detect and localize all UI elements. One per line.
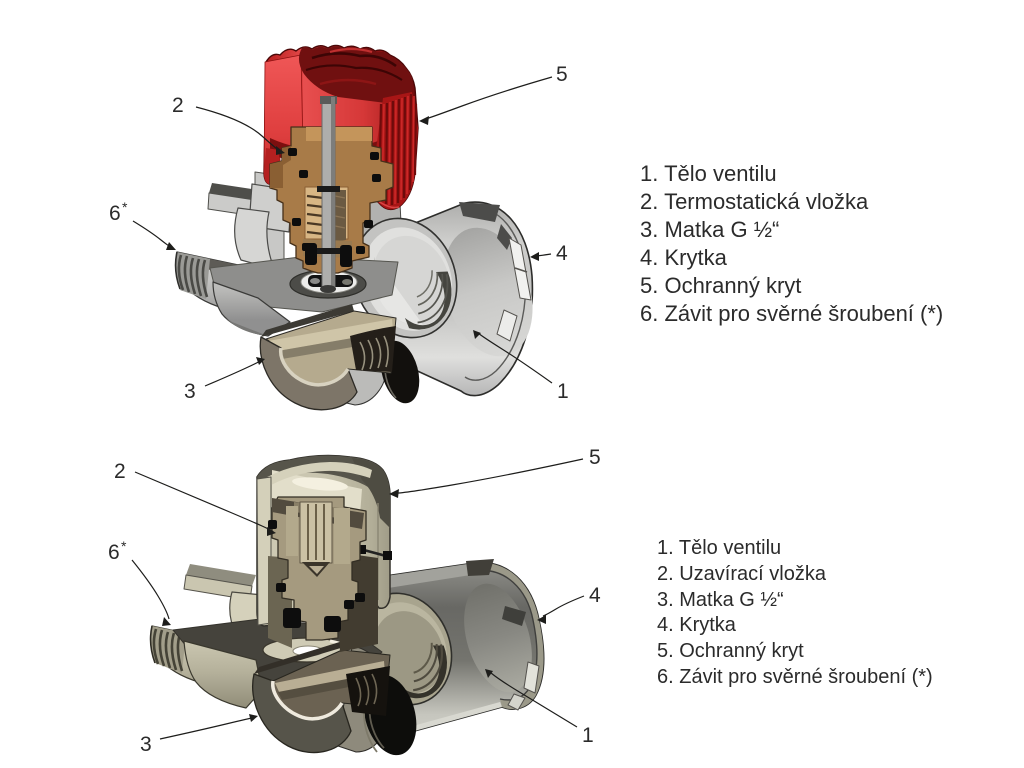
svg-text:1. Tělo ventilu: 1. Tělo ventilu: [640, 161, 777, 186]
svg-text:5: 5: [589, 446, 601, 469]
svg-text:6: 6: [108, 541, 120, 564]
svg-text:*: *: [121, 538, 127, 554]
svg-text:2: 2: [172, 94, 184, 117]
svg-text:2. Uzavírací vložka: 2. Uzavírací vložka: [657, 563, 827, 585]
svg-text:6. Závit pro svěrné šroubení (: 6. Závit pro svěrné šroubení (*): [657, 666, 933, 688]
svg-text:1. Tělo ventilu: 1. Tělo ventilu: [657, 537, 781, 559]
svg-text:6: 6: [109, 202, 121, 225]
svg-text:4. Krytka: 4. Krytka: [657, 614, 737, 636]
svg-text:5. Ochranný kryt: 5. Ochranný kryt: [640, 273, 801, 298]
svg-text:6. Závit pro svěrné šroubení (: 6. Závit pro svěrné šroubení (*): [640, 301, 943, 326]
svg-text:2. Termostatická vložka: 2. Termostatická vložka: [640, 189, 869, 214]
svg-text:3. Matka G ½“: 3. Matka G ½“: [640, 217, 779, 242]
svg-text:2: 2: [114, 460, 126, 483]
svg-text:3: 3: [184, 380, 196, 403]
svg-text:4: 4: [556, 242, 568, 265]
svg-text:3: 3: [140, 733, 152, 756]
svg-text:4. Krytka: 4. Krytka: [640, 245, 728, 270]
svg-text:4: 4: [589, 584, 601, 607]
svg-text:1: 1: [557, 380, 569, 403]
svg-text:*: *: [122, 199, 128, 215]
svg-text:5. Ochranný kryt: 5. Ochranný kryt: [657, 640, 804, 662]
svg-text:1: 1: [582, 724, 594, 747]
svg-text:5: 5: [556, 63, 568, 86]
svg-text:3. Matka G ½“: 3. Matka G ½“: [657, 589, 784, 611]
